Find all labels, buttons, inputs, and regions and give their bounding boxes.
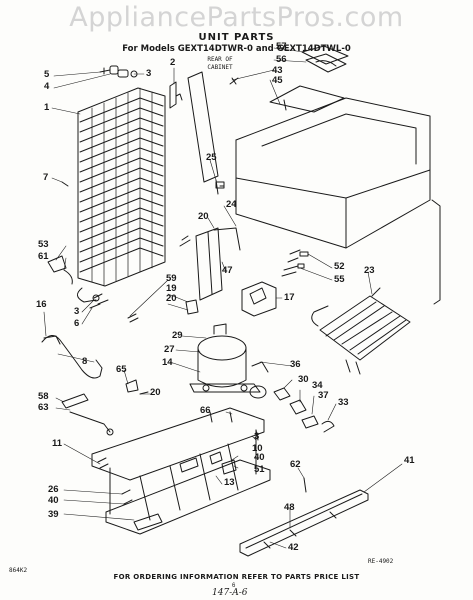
relay-cover-17 bbox=[241, 281, 277, 317]
callout-62: 62 bbox=[290, 459, 301, 470]
mounting-rail-41 bbox=[239, 477, 369, 557]
callout-11: 11 bbox=[52, 438, 63, 449]
callout-55: 55 bbox=[334, 274, 345, 285]
callout-20-upper: 20 bbox=[198, 211, 209, 222]
condenser-tubes bbox=[79, 97, 164, 273]
ordering-note: FOR ORDERING INFORMATION REFER TO PARTS … bbox=[113, 573, 360, 581]
callout-10: 10 bbox=[252, 443, 263, 454]
callout-43: 43 bbox=[272, 65, 283, 76]
callout-20-lower: 20 bbox=[150, 387, 161, 398]
callout-59: 59 bbox=[166, 273, 177, 284]
callout-41: 41 bbox=[404, 455, 415, 466]
callout-13: 13 bbox=[224, 477, 235, 488]
fan-motor-parts bbox=[249, 385, 335, 433]
clip-61 bbox=[63, 269, 73, 285]
callout-19: 19 bbox=[166, 283, 177, 294]
base-frame bbox=[91, 407, 271, 535]
callout-36: 36 bbox=[290, 359, 301, 370]
callout-42: 42 bbox=[288, 542, 299, 553]
callout-5: 5 bbox=[44, 69, 50, 80]
leader-lines bbox=[43, 47, 403, 549]
part-51 bbox=[221, 459, 237, 475]
callout-27: 27 bbox=[164, 344, 175, 355]
diagram-title: UNIT PARTS bbox=[198, 32, 275, 43]
figure-reference: RE-4902 bbox=[368, 558, 394, 565]
evaporator-coil-23 bbox=[311, 287, 411, 375]
callout-63: 63 bbox=[38, 402, 49, 413]
callout-29: 29 bbox=[172, 330, 183, 341]
page-number: 6 bbox=[232, 583, 236, 589]
shroud-47 bbox=[195, 227, 241, 301]
callout-34: 34 bbox=[312, 380, 323, 391]
condenser-coil bbox=[77, 87, 166, 303]
rear-of-cabinet-note: REAR OF CABINET bbox=[207, 56, 233, 71]
callout-58: 58 bbox=[38, 391, 49, 402]
callout-37: 37 bbox=[318, 390, 329, 401]
callout-24: 24 bbox=[226, 199, 237, 210]
callout-56: 56 bbox=[276, 54, 287, 65]
cabinet-liner-45 bbox=[235, 85, 441, 305]
callout-3-top: 3 bbox=[146, 68, 152, 79]
rear-panel-strip bbox=[187, 71, 219, 183]
compressor bbox=[189, 323, 269, 393]
callout-7: 7 bbox=[43, 172, 49, 183]
callout-33: 33 bbox=[338, 397, 349, 408]
callout-23: 23 bbox=[364, 265, 375, 276]
model-list: For Models GEXT14DTWR-0 and GEXT14DTWL-0 bbox=[122, 44, 351, 54]
callout-39: 39 bbox=[48, 509, 59, 520]
callout-25: 25 bbox=[206, 152, 217, 163]
callout-1: 1 bbox=[44, 102, 50, 113]
callout-3-lower: 3 bbox=[254, 431, 260, 442]
clip bbox=[175, 93, 183, 101]
wiring-harness bbox=[41, 335, 103, 379]
callout-53: 53 bbox=[38, 239, 49, 250]
callout-16: 16 bbox=[36, 299, 47, 310]
handwritten-note: 147-A-6 bbox=[212, 588, 248, 598]
screw-20 bbox=[179, 235, 191, 247]
defrost-timer-58-63 bbox=[61, 393, 114, 436]
screw-11 bbox=[97, 457, 109, 469]
callout-14: 14 bbox=[162, 357, 173, 368]
callout-52: 52 bbox=[334, 261, 345, 272]
callout-51: 51 bbox=[254, 464, 265, 475]
parts-59-19 bbox=[127, 313, 139, 323]
screw-7 bbox=[61, 181, 69, 187]
callout-47: 47 bbox=[222, 265, 233, 276]
bracket-2 bbox=[169, 81, 177, 109]
document-code: 864K2 bbox=[9, 567, 28, 574]
callout-57: 57 bbox=[276, 41, 287, 52]
callout-26: 26 bbox=[48, 484, 59, 495]
callout-30: 30 bbox=[298, 374, 309, 385]
callout-8: 8 bbox=[82, 356, 88, 367]
callout-48: 48 bbox=[284, 502, 295, 513]
screws-3-6 bbox=[89, 293, 109, 309]
callout-45: 45 bbox=[272, 75, 283, 86]
callout-66: 66 bbox=[200, 405, 211, 416]
callout-40-left: 40 bbox=[48, 495, 59, 506]
callout-40-right: 40 bbox=[254, 452, 265, 463]
screw-20-low bbox=[139, 391, 149, 395]
callout-17: 17 bbox=[284, 292, 295, 303]
callout-2: 2 bbox=[170, 57, 176, 68]
callout-4: 4 bbox=[44, 81, 50, 92]
plugs-52-55 bbox=[281, 249, 309, 277]
screws-66-3 bbox=[209, 411, 259, 441]
callout-6: 6 bbox=[74, 318, 80, 329]
part-65 bbox=[125, 379, 139, 393]
watermark: AppliancePartsPros.com bbox=[69, 2, 404, 33]
screw-grommet-top bbox=[99, 65, 138, 78]
callout-3-left: 3 bbox=[74, 306, 80, 317]
callout-61: 61 bbox=[38, 251, 49, 262]
drain-plug bbox=[215, 181, 225, 189]
callout-65: 65 bbox=[116, 364, 127, 375]
callout-20-middle: 20 bbox=[166, 293, 177, 304]
fitting-56-57 bbox=[301, 45, 349, 73]
parts-26-40 bbox=[121, 489, 133, 505]
part-40 bbox=[209, 451, 223, 465]
